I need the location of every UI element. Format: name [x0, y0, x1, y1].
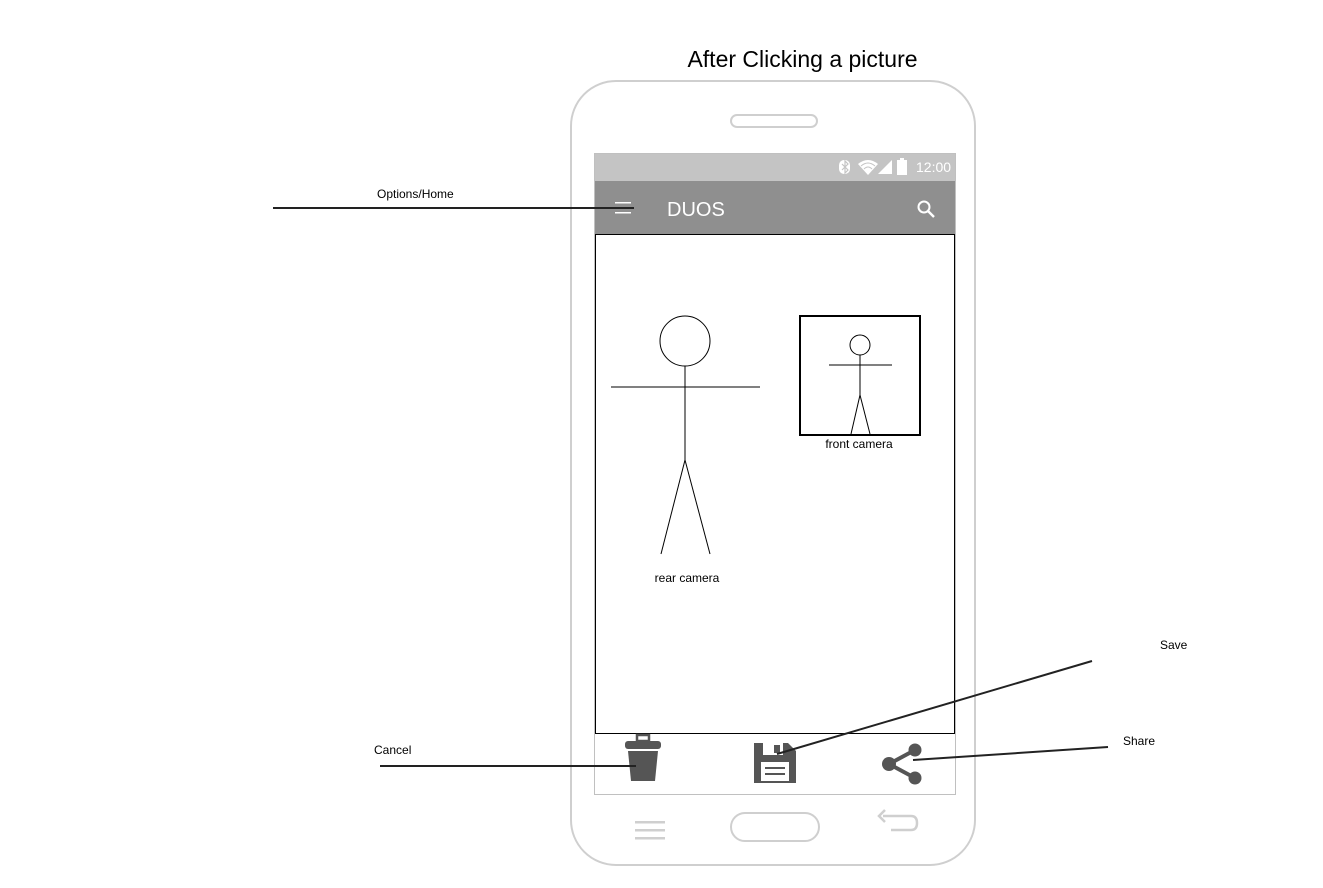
leader-line-share [912, 746, 1109, 761]
status-bar [595, 154, 955, 181]
annotation-cancel: Cancel [374, 743, 412, 757]
front-camera-figure [829, 334, 892, 435]
app-bar [595, 181, 955, 234]
app-title: DUOS [667, 199, 725, 221]
floppy-disk-icon[interactable] [753, 742, 797, 784]
trash-icon[interactable] [623, 733, 663, 783]
phone-speaker [730, 114, 818, 128]
signal-icon [878, 160, 892, 174]
rear-camera-figure [611, 315, 760, 555]
recent-apps-icon[interactable] [633, 818, 667, 844]
leader-line-save [776, 660, 1093, 755]
page-heading: After Clicking a picture [687, 46, 918, 72]
annotation-share: Share [1123, 734, 1156, 748]
bluetooth-icon [839, 159, 850, 175]
share-icon[interactable] [880, 743, 924, 785]
rear-camera-label: rear camera [654, 571, 720, 585]
wifi-icon [858, 160, 878, 175]
battery-icon [897, 158, 907, 175]
search-icon[interactable] [916, 199, 936, 219]
annotation-options-home: Options/Home [377, 187, 454, 201]
front-camera-label: front camera [825, 437, 893, 451]
status-time: 12:00 [916, 159, 952, 175]
annotation-save: Save [1160, 638, 1188, 652]
back-icon[interactable] [875, 808, 919, 834]
home-button[interactable] [730, 812, 820, 842]
